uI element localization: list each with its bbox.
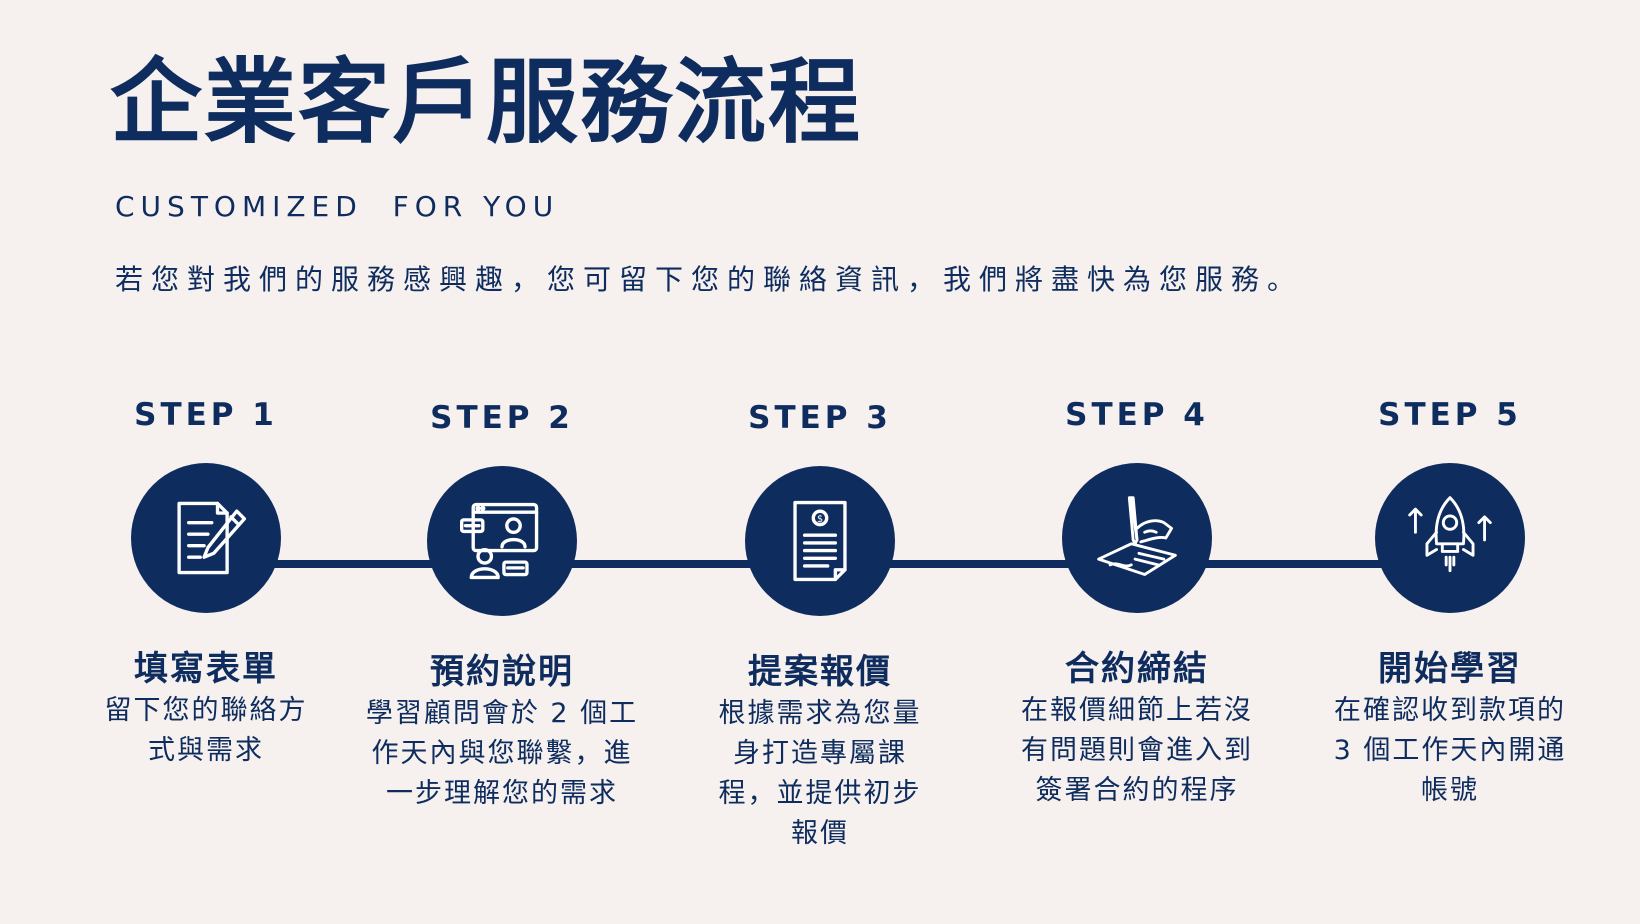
- step-1-title: 填寫表單: [134, 649, 278, 689]
- svg-text:$: $: [817, 514, 823, 525]
- step-4: STEP 4 合約締結 在報價細節上若沒有問題則會進入到簽署合約的程序: [987, 395, 1287, 811]
- rocket-launch-icon: [1408, 496, 1492, 573]
- step-4-description: 在報價細節上若沒有問題則會進入到簽署合約的程序: [1021, 695, 1253, 806]
- step-4-label: STEP 4: [1065, 397, 1209, 433]
- step-1-label: STEP 1: [134, 397, 278, 433]
- step-3-circle: $: [745, 466, 895, 616]
- step-1-circle: [131, 463, 281, 613]
- step-1-description: 留下您的聯絡方式與需求: [104, 695, 308, 766]
- step-2: STEP 2 預約說明 學習顧問會於 2 個工作天內與您聯繫，進一步理解您的需求: [352, 398, 652, 814]
- step-2-circle: [427, 466, 577, 616]
- quote-document-icon: $: [793, 500, 847, 582]
- step-3-label: STEP 3: [748, 400, 892, 436]
- step-3: STEP 3 $ 提案報價 根據需求為您量身打造專屬課程，並提供初步報價: [670, 398, 970, 854]
- step-2-label: STEP 2: [430, 400, 574, 436]
- step-5: STEP 5 開始學習 在確認收到款項的 3 個工作天內開通帳號: [1300, 395, 1600, 811]
- step-4-circle: [1062, 463, 1212, 613]
- contract-signing-icon: [1097, 496, 1177, 576]
- intro-text: 若您對我們的服務感興趣，您可留下您的聯絡資訊，我們將盡快為您服務。: [115, 263, 1304, 296]
- step-2-title: 預約說明: [430, 652, 574, 692]
- step-5-description: 在確認收到款項的 3 個工作天內開通帳號: [1333, 695, 1567, 806]
- step-3-description: 根據需求為您量身打造專屬課程，並提供初步報價: [718, 698, 922, 849]
- step-2-description: 學習顧問會於 2 個工作天內與您聯繫，進一步理解您的需求: [365, 698, 639, 809]
- video-consultation-icon: [460, 502, 539, 580]
- step-5-title: 開始學習: [1378, 649, 1522, 689]
- step-4-title: 合約締結: [1065, 649, 1209, 689]
- page-title: 企業客戶服務流程: [110, 49, 863, 156]
- form-writing-icon: [177, 501, 247, 575]
- page-subtitle: CUSTOMIZED FOR YOU: [115, 190, 560, 223]
- step-5-circle: [1375, 463, 1525, 613]
- step-1: STEP 1 填寫表單 留下您的聯絡方式與需求: [56, 395, 356, 771]
- step-5-label: STEP 5: [1378, 397, 1522, 433]
- step-3-title: 提案報價: [748, 652, 892, 692]
